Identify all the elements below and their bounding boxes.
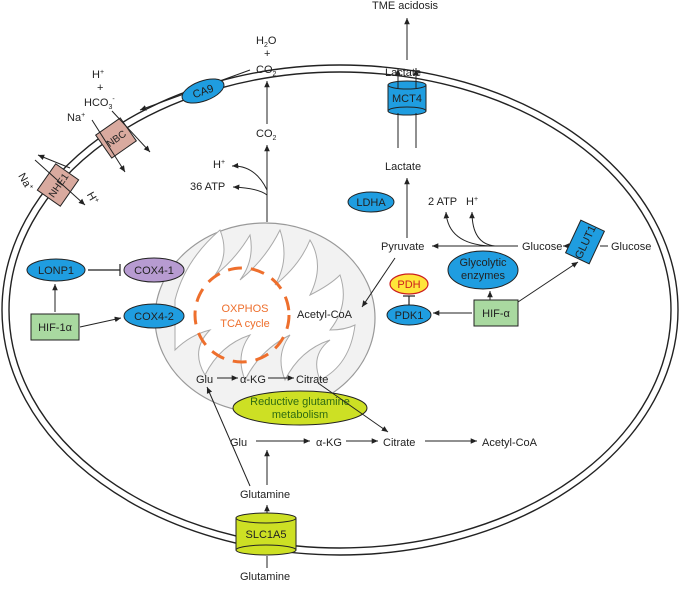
- lonp1-node: [26, 258, 86, 282]
- pdh-node: [389, 273, 429, 295]
- h-left2-label: H+: [84, 190, 100, 206]
- tca-cycle-ring: [193, 266, 291, 364]
- mct4-label: MCT4: [392, 93, 422, 105]
- glucose-in-label: Glucose: [522, 241, 562, 253]
- citrate-mito-label: Citrate: [296, 374, 328, 386]
- glutamine-out-label: Glutamine: [240, 571, 290, 583]
- co2-top-label: CO2: [256, 64, 277, 78]
- pdk1-node: [386, 304, 432, 326]
- oxphos-label: OXPHOS: [221, 303, 268, 315]
- ldha-node: [347, 191, 395, 213]
- acetyl-coa-mito-label: Acetyl-CoA: [297, 309, 353, 321]
- glu-cyto-label: Glu: [230, 437, 247, 449]
- lactate-mid-label: Lactate: [385, 161, 421, 173]
- hco3-label: HCO3-: [84, 96, 115, 111]
- lonp1-label: LONP1: [38, 265, 74, 277]
- akg-mito-label: α-KG: [240, 374, 266, 386]
- reductive-glutamine-oval: [232, 390, 368, 426]
- cox4-1-node: [123, 257, 185, 283]
- h-mito-label: H+: [213, 159, 225, 171]
- atp36-label: 36 ATP: [190, 181, 225, 193]
- hifa-label: HIF-α: [482, 308, 510, 320]
- h-plus-left-label: H+: [92, 69, 104, 81]
- glycolytic-label-2: enzymes: [461, 270, 506, 282]
- plus-1: +: [264, 48, 270, 60]
- glut1-transporter: [564, 219, 606, 265]
- cox4-1-label: COX4-1: [134, 265, 174, 277]
- h-glyc-label: H+: [466, 196, 478, 208]
- ldha-label: LDHA: [356, 197, 386, 209]
- cell-membrane-outer: [1, 64, 679, 556]
- akg-cyto-label: α-KG: [316, 437, 342, 449]
- hifa-box: [473, 299, 519, 327]
- nbc-transporter: [94, 117, 138, 159]
- hif1a-label: HIF-1α: [38, 322, 73, 334]
- na-left-label: Na+: [15, 171, 34, 193]
- ca9-node: [181, 78, 225, 104]
- tca-label: TCA cycle: [220, 318, 270, 330]
- pyruvate-label: Pyruvate: [381, 241, 424, 253]
- glutamine-in-label: Glutamine: [240, 489, 290, 501]
- lactate-top-label: Lactate: [385, 67, 421, 79]
- co2-mid-label: CO2: [256, 128, 277, 142]
- pdh-label: PDH: [397, 279, 420, 291]
- plus-2: +: [97, 82, 103, 94]
- hif1a-box: [30, 313, 80, 341]
- citrate-cyto-label: Citrate: [383, 437, 415, 449]
- mitochondrion: [154, 222, 376, 414]
- cox4-2-label: COX4-2: [134, 311, 174, 323]
- nhe1-transporter: [36, 163, 80, 207]
- atp2-label: 2 ATP: [428, 196, 457, 208]
- reductive-label-1: Reductive glutamine: [250, 396, 350, 408]
- cox4-2-node: [123, 303, 185, 329]
- glycolytic-label-1: Glycolytic: [459, 257, 507, 269]
- cell-membrane-inner: [8, 71, 672, 549]
- h2o-label: H2O: [256, 35, 277, 49]
- tme-acidosis-label: TME acidosis: [372, 0, 439, 12]
- na-top-label: Na+: [67, 112, 85, 124]
- glycolytic-enzymes-node: [447, 250, 519, 290]
- slc1a5-label: SLC1A5: [246, 529, 287, 541]
- glucose-out-label: Glucose: [611, 241, 651, 253]
- acetyl-coa-cyto-label: Acetyl-CoA: [482, 437, 538, 449]
- glu-mito-label: Glu: [196, 374, 213, 386]
- pdk1-label: PDK1: [395, 310, 424, 322]
- reductive-label-2: metabolism: [272, 409, 328, 421]
